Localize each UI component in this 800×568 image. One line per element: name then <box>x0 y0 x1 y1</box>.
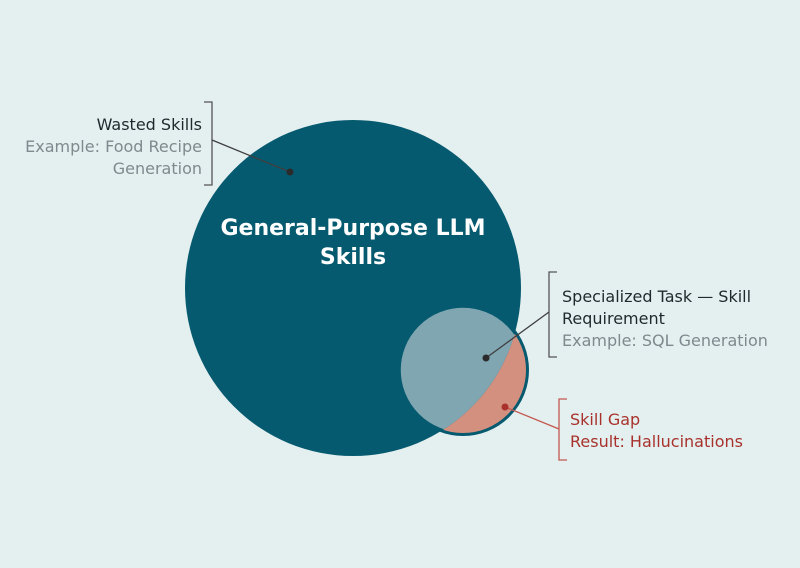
task-bracket <box>548 271 557 358</box>
general-purpose-title-line1: General-Purpose LLM <box>220 216 486 241</box>
specialized-task-title-line1: Specialized Task — Skill <box>562 287 752 306</box>
specialized-task-example: Example: SQL Generation <box>562 331 768 350</box>
wasted-skills-label: Wasted Skills Example: Food Recipe Gener… <box>25 114 202 180</box>
general-purpose-title-line2: Skills <box>319 245 387 270</box>
wasted-bracket <box>204 101 213 186</box>
task-leader <box>485 311 550 359</box>
gap-leader <box>504 406 560 430</box>
specialized-task-title-line2: Requirement <box>562 309 665 328</box>
wasted-leader <box>211 139 291 173</box>
skill-gap-label: Skill Gap Result: Hallucinations <box>570 409 743 453</box>
wasted-skills-example-line2: Generation <box>112 159 202 178</box>
task-marker <box>482 354 490 362</box>
gap-marker <box>501 403 509 411</box>
wasted-skills-example-line1: Example: Food Recipe <box>25 137 202 156</box>
wasted-marker <box>286 168 294 176</box>
skill-gap-result: Result: Hallucinations <box>570 432 743 451</box>
specialized-task-label: Specialized Task — Skill Requirement Exa… <box>562 286 768 352</box>
gap-bracket <box>558 398 567 461</box>
general-purpose-title: General-Purpose LLM Skills <box>200 214 506 272</box>
skill-gap-title: Skill Gap <box>570 410 641 429</box>
wasted-skills-title: Wasted Skills <box>96 115 202 134</box>
